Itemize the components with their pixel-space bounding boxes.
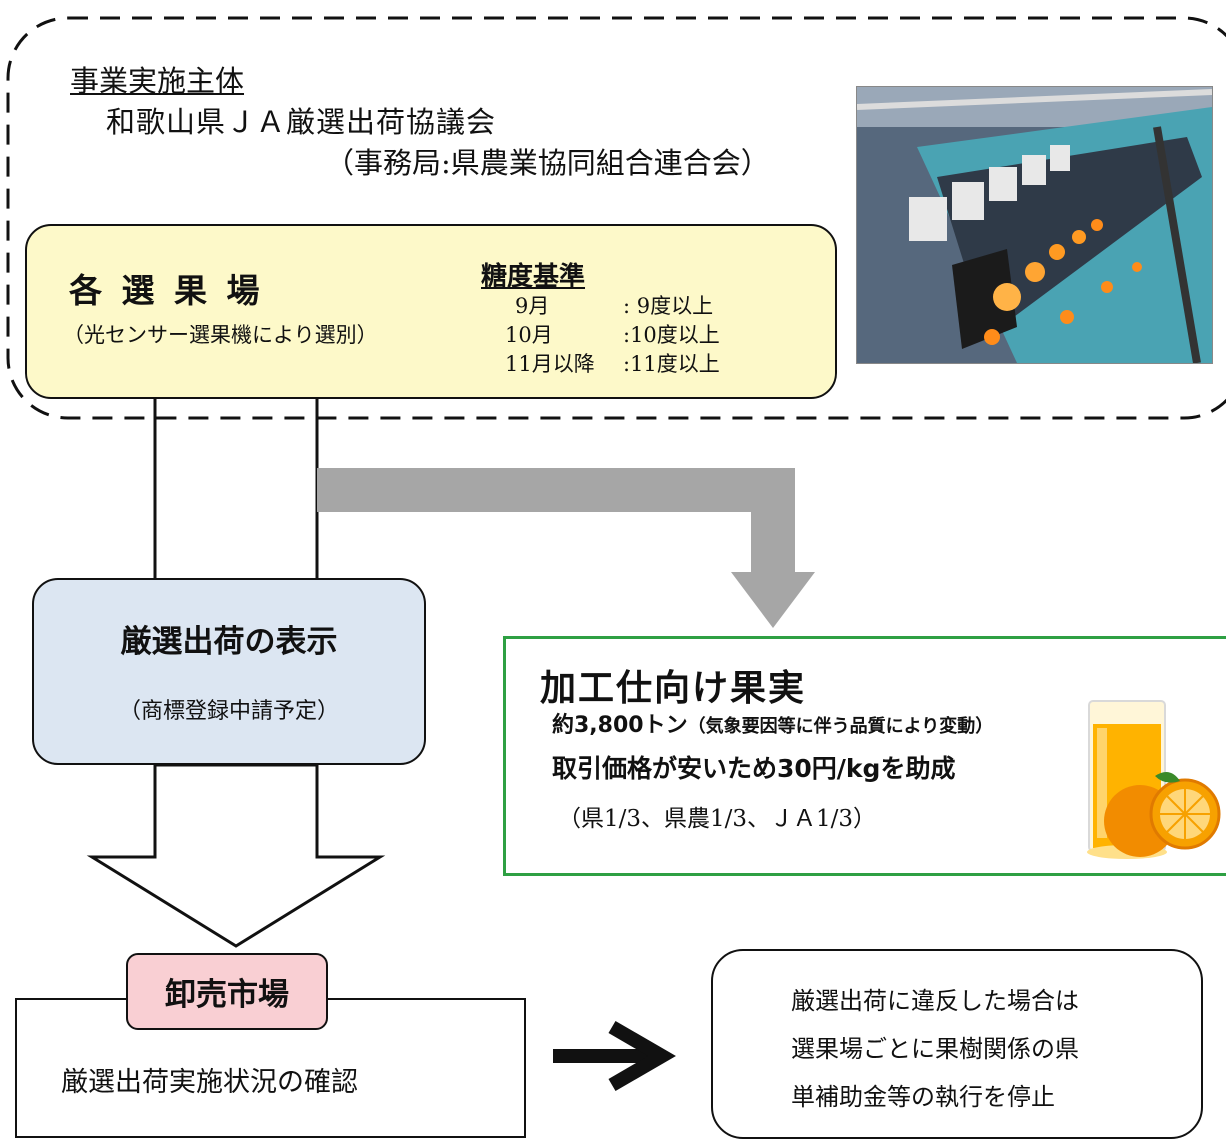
- penalty-line: 単補助金等の執行を停止: [791, 1083, 1055, 1111]
- implementer-org: 和歌山県ＪＡ厳選出荷協議会: [106, 105, 497, 139]
- penalty-line: 厳選出荷に違反した場合は: [791, 987, 1079, 1015]
- sugar-row: 9月 : 9度以上: [505, 292, 720, 321]
- sorting-plant-box: 各 選 果 場 （光センサー選果機により選別） 糖度基準 9月 : 9度以上 1…: [25, 224, 837, 399]
- implementer-dashed-border: [6, 16, 1226, 420]
- penalty-text: 厳選出荷に違反した場合は 選果場ごとに果樹関係の県 単補助金等の執行を停止: [791, 977, 1079, 1121]
- market-tag: 卸売市場: [126, 953, 328, 1030]
- penalty-note-box: 厳選出荷に違反した場合は 選果場ごとに果樹関係の県 単補助金等の執行を停止: [711, 949, 1203, 1139]
- processing-amount: 約3,800トン: [552, 713, 688, 738]
- processing-title: 加工仕向け果実: [540, 668, 807, 709]
- label-display-title: 厳選出荷の表示: [120, 624, 338, 660]
- market-check: 厳選出荷実施状況の確認: [61, 1067, 358, 1098]
- down-arrow-to-market: [86, 763, 386, 948]
- sugar-period: 11月以降: [505, 352, 595, 376]
- gray-arrow-to-processing: [317, 468, 815, 628]
- penalty-line: 選果場ごとに果樹関係の県: [791, 1035, 1079, 1063]
- label-display-box: 厳選出荷の表示 （商標登録中請予定）: [32, 578, 426, 765]
- sugar-value: :11度以上: [623, 352, 720, 376]
- processing-amount-line: 約3,800トン（気象要因等に伴う品質により変動）: [552, 707, 993, 739]
- right-arrow-to-penalty: [553, 1020, 676, 1092]
- sorting-plant-title: 各 選 果 場: [69, 271, 264, 310]
- sugar-standard-table: 9月 : 9度以上 10月 :10度以上 11月以降 :11度以上: [505, 292, 720, 379]
- sugar-period: 10月: [505, 323, 553, 347]
- orange-juice-illustration: [1087, 700, 1221, 859]
- implementer-heading: 事業実施主体: [70, 64, 245, 98]
- processing-subsidy: 取引価格が安いため30円/kgを助成: [552, 754, 956, 783]
- sugar-value: :10度以上: [623, 323, 720, 347]
- sorting-machine-photo: [856, 86, 1213, 364]
- implementer-office: （事務局:県農業協同組合連合会）: [325, 146, 770, 180]
- sugar-row: 10月 :10度以上: [505, 321, 720, 350]
- label-display-subtitle: （商標登録中請予定）: [118, 699, 339, 724]
- sugar-standard-title: 糖度基準: [481, 262, 586, 292]
- sugar-period: 9月: [515, 294, 550, 318]
- sugar-value: : 9度以上: [623, 294, 714, 318]
- sugar-row: 11月以降 :11度以上: [505, 350, 720, 379]
- sorting-plant-subtitle: （光センサー選果機により選別）: [63, 323, 378, 347]
- processing-amount-note: （気象要因等に伴う品質により変動）: [687, 716, 994, 737]
- processing-split: （県1/3、県農1/3、ＪＡ1/3）: [558, 806, 877, 832]
